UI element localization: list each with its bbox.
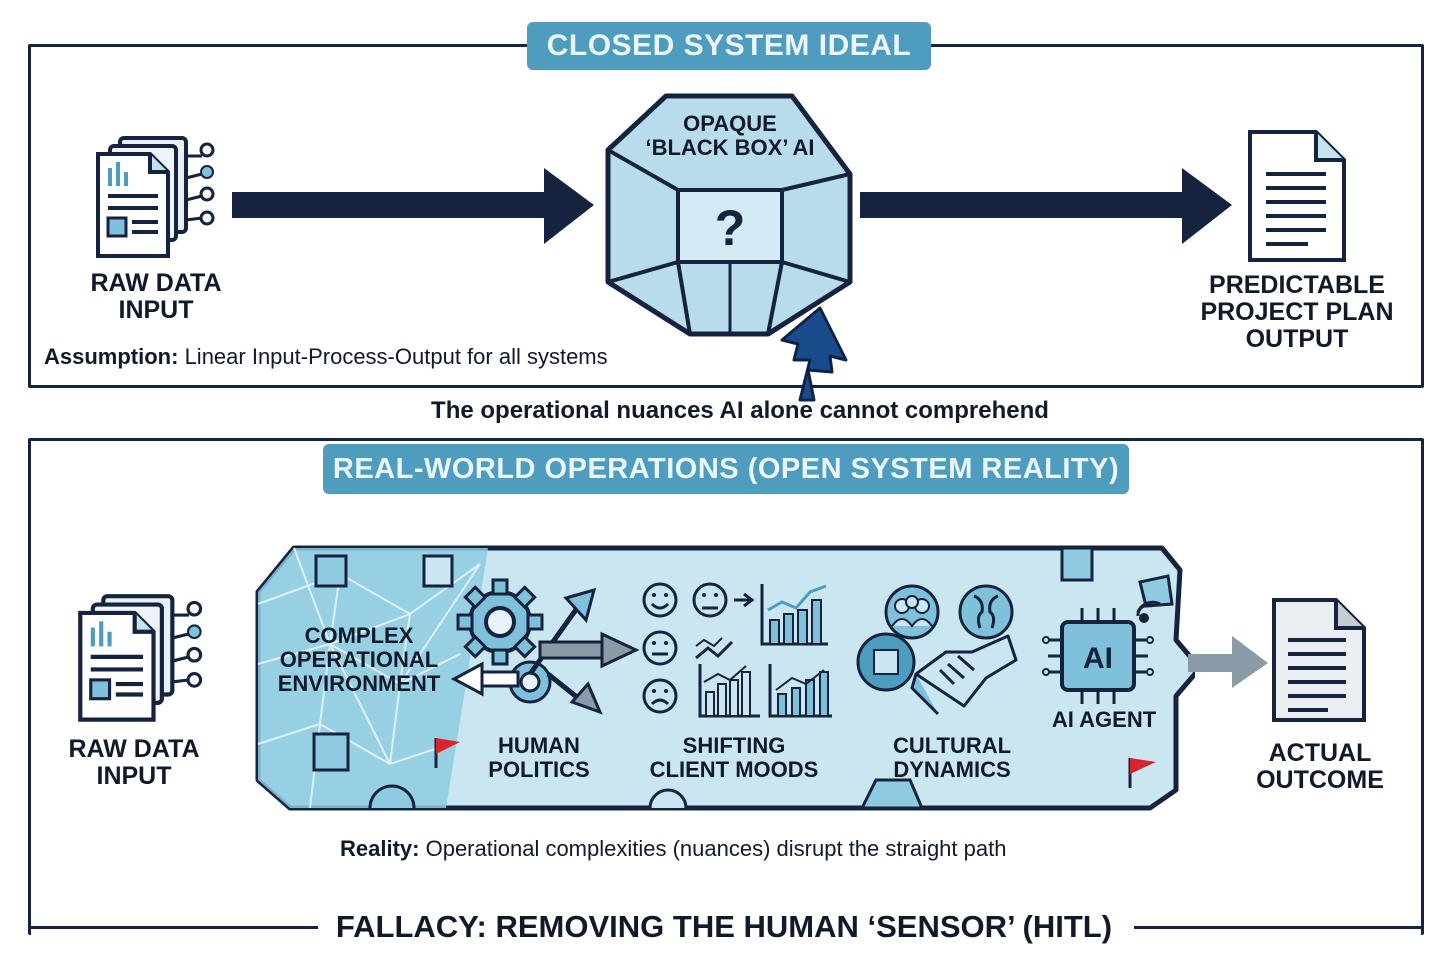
client-moods-label: SHIFTING CLIENT MOODS bbox=[649, 733, 819, 782]
bar-chart-icon bbox=[698, 664, 760, 718]
complex-environment-label: COMPLEX OPERATIONAL ENVIRONMENT bbox=[277, 623, 441, 696]
reality-note: Reality: Operational complexities (nuanc… bbox=[340, 836, 1007, 861]
disruption-arrow-icon bbox=[780, 306, 848, 402]
raw-data-input-label: RAW DATA INPUT bbox=[68, 735, 200, 790]
open-system-title: REAL-WORLD OPERATIONS (OPEN SYSTEM REALI… bbox=[323, 444, 1129, 494]
footer-rule-right bbox=[1134, 926, 1421, 929]
document-stack-icon bbox=[96, 136, 215, 258]
document-icon bbox=[1248, 130, 1346, 262]
document-stack-icon bbox=[78, 594, 203, 722]
assumption-note: Assumption: Linear Input-Process-Output … bbox=[44, 344, 608, 369]
input-arrow bbox=[232, 168, 594, 244]
black-box-label: OPAQUE ‘BLACK BOX’ AI bbox=[645, 111, 815, 160]
outcome-arrow bbox=[1188, 636, 1268, 688]
ai-agent-label: AI AGENT bbox=[1051, 707, 1157, 732]
question-mark-symbol: ? bbox=[715, 200, 746, 256]
bar-chart-icon bbox=[768, 664, 832, 718]
people-group-icon bbox=[856, 584, 1018, 716]
middle-caption: The operational nuances AI alone cannot … bbox=[431, 397, 1049, 424]
footer-rule-left bbox=[28, 926, 318, 929]
hexagon-cube-icon: ? bbox=[605, 93, 853, 337]
flag-icon bbox=[434, 738, 460, 768]
document-icon bbox=[1272, 598, 1366, 722]
ai-chip-icon: AI bbox=[1042, 600, 1161, 704]
predictable-output-label: PREDICTABLE PROJECT PLAN OUTPUT bbox=[1200, 271, 1394, 353]
handshake-icon bbox=[910, 634, 1018, 716]
cultural-dynamics-label: CULTURAL DYNAMICS bbox=[892, 733, 1012, 782]
raw-data-input-label: RAW DATA INPUT bbox=[90, 269, 222, 324]
ai-chip-text: AI bbox=[1083, 642, 1113, 675]
gear-icon bbox=[450, 578, 640, 715]
closed-system-title: CLOSED SYSTEM IDEAL bbox=[527, 22, 931, 70]
smiley-face-icon bbox=[642, 582, 832, 718]
actual-outcome-label: ACTUAL OUTCOME bbox=[1256, 739, 1384, 794]
flag-icon bbox=[1128, 758, 1156, 788]
fallacy-footer: FALLACY: REMOVING THE HUMAN ‘SENSOR’ (HI… bbox=[318, 904, 1130, 950]
bar-chart-icon bbox=[760, 584, 828, 646]
output-arrow bbox=[860, 168, 1232, 244]
human-politics-label: HUMAN POLITICS bbox=[488, 733, 590, 782]
